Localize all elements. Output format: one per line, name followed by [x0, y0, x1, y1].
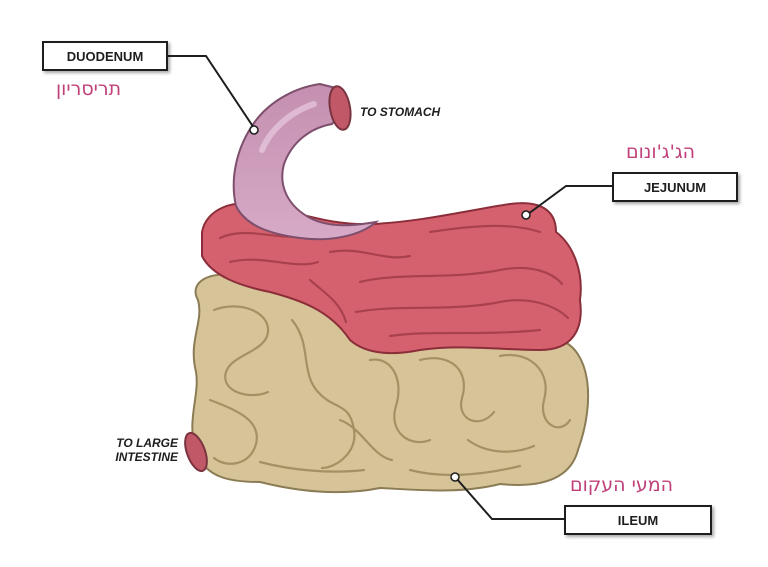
duodenum-label: DUODENUM — [42, 41, 168, 71]
to-large-intestine-line2: INTESTINE — [115, 450, 178, 464]
duodenum-pointer-dot — [249, 125, 259, 135]
ileum-label: ILEUM — [564, 505, 712, 535]
jejunum-pointer-dot — [521, 210, 531, 220]
ileum-pointer-dot — [450, 472, 460, 482]
to-stomach-note: TO STOMACH — [360, 105, 441, 119]
to-large-intestine-note: TO LARGE INTESTINE — [100, 436, 178, 464]
jejunum-section — [201, 202, 582, 355]
duodenum-section — [232, 82, 380, 241]
ileum-hebrew-label: המעי העקום — [570, 474, 674, 496]
jejunum-hebrew-label: הג'ג'ונום — [626, 141, 696, 163]
duodenum-leader-line — [168, 55, 255, 129]
leader-lines — [168, 55, 612, 520]
to-large-intestine-line1: TO LARGE — [116, 436, 178, 450]
jejunum-label: JEJUNUM — [612, 172, 738, 202]
ileum-leader-line — [455, 477, 564, 520]
jejunum-leader-line — [527, 185, 612, 215]
duodenum-hebrew-label: תריסריון — [56, 78, 122, 100]
